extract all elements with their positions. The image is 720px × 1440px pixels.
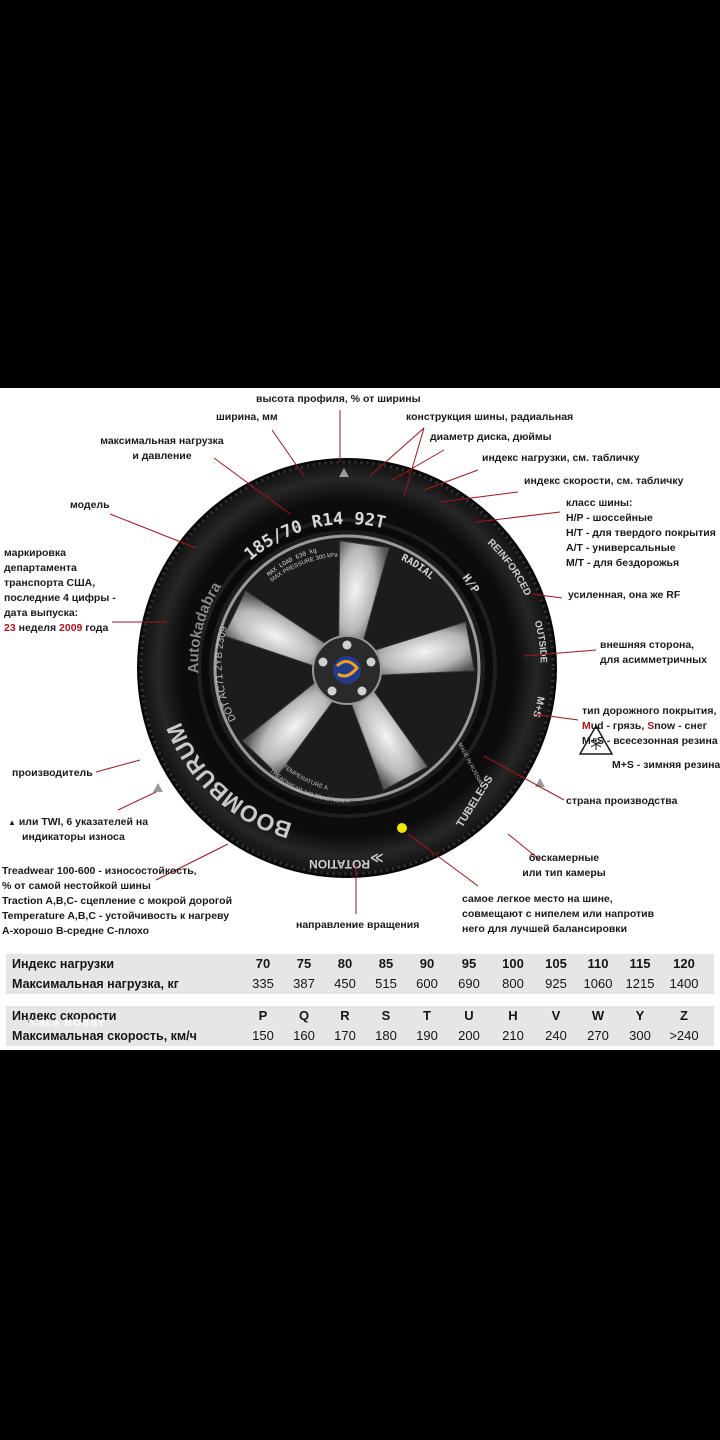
infographic-panel: 185/70 R14 92T H/P RADIAL MAX LOAD 630 k…	[0, 388, 720, 1050]
speed-max-cell: 240	[545, 1028, 567, 1043]
label-treadwear: Treadwear 100-600 - износостойкость, % о…	[2, 865, 233, 937]
snowflake-mountain-icon	[578, 724, 614, 755]
load-index-cell: 70	[255, 956, 271, 971]
speed-index-cell: Z	[680, 1008, 688, 1023]
label-rotation: направление вращения	[296, 919, 420, 931]
watermark: MaLe HOBBY	[28, 1018, 106, 1029]
speed-max-cell: 190	[416, 1028, 438, 1043]
speed-max-cell: 170	[334, 1028, 356, 1043]
speed-index-cell: H	[508, 1008, 518, 1023]
label-tubeless: бескамерные или тип камеры	[522, 852, 606, 879]
rotation-chevrons-icon: ≪	[370, 851, 384, 866]
speed-index-cell: T	[423, 1008, 431, 1023]
speed-index-cell: R	[340, 1008, 350, 1023]
tire-ms-text: M+S	[530, 695, 546, 718]
label-light-spot: самое легкое место на шине, совмещают с …	[462, 893, 655, 935]
label-tire-class: класс шины: H/P - шоссейные H/T - для тв…	[566, 497, 716, 569]
load-index-cell: 90	[419, 956, 435, 971]
speed-max-cell: 150	[252, 1028, 274, 1043]
rim-lip	[213, 534, 481, 802]
label-profile-height: высота профиля, % от ширины	[256, 393, 421, 405]
load-max-cell: 335	[252, 976, 274, 991]
label-dot: маркировка департамента транспорта США, …	[4, 547, 116, 634]
load-index-cell: 110	[587, 956, 609, 971]
label-load-index: индекс нагрузки, см. табличку	[482, 452, 640, 464]
leader-lines	[95, 410, 597, 914]
label-max-load: максимальная нагрузка и давление	[100, 435, 224, 462]
speed-max-cell: 200	[458, 1028, 480, 1043]
tire-illustration: 185/70 R14 92T H/P RADIAL MAX LOAD 630 k…	[95, 410, 614, 914]
load-max-cell: 600	[416, 976, 438, 991]
tread-edge	[139, 460, 555, 876]
load-index-cell: 105	[545, 956, 567, 971]
speed-index-cell: V	[551, 1008, 561, 1023]
label-country: страна производства	[566, 795, 678, 807]
load-index-cell: 100	[502, 956, 524, 971]
label-disk-diameter: диаметр диска, дюймы	[430, 431, 552, 443]
load-index-cell: 120	[673, 956, 695, 971]
load-index-cell: 95	[461, 956, 477, 971]
load-index-cell: 75	[296, 956, 312, 971]
speed-index-cell: P	[258, 1008, 268, 1023]
load-max-cell: 387	[293, 976, 315, 991]
speed-max-cell: 270	[587, 1028, 609, 1043]
label-manufacturer: производитель	[12, 767, 93, 779]
light-spot-dot	[397, 823, 407, 833]
tire-rotation-text: ROTATION	[309, 857, 370, 871]
load-max-cell: 450	[334, 976, 356, 991]
speed-index-cell: W	[591, 1008, 605, 1023]
label-outside: внешняя сторона, для асимметричных	[600, 639, 708, 666]
speed-max-cell: 180	[375, 1028, 397, 1043]
speed-index-cell: S	[381, 1008, 391, 1023]
load-max-cell: 690	[458, 976, 480, 991]
load-max-cell: 1060	[583, 976, 613, 991]
lug-nuts	[318, 640, 376, 696]
label-speed-index: индекс скорости, см. табличку	[524, 475, 684, 487]
speed-max-cell: 160	[293, 1028, 315, 1043]
label-width: ширина, мм	[216, 411, 278, 423]
load-index-cell: 115	[629, 956, 651, 971]
twi-markers	[153, 468, 545, 792]
load-max-cell: 1400	[669, 976, 699, 991]
label-winter: M+S - зимняя резина	[612, 759, 720, 771]
label-twi: ▲ или TWI, 6 указателей на индикаторы из…	[8, 816, 149, 843]
speed-index-cell: Q	[298, 1008, 310, 1023]
speed-max-cell: >240	[669, 1028, 699, 1043]
label-construction: конструкция шины, радиальная	[406, 411, 574, 423]
load-index-cell: 80	[337, 956, 353, 971]
load-max-cell: 1215	[625, 976, 655, 991]
speed-index-cell: U	[464, 1008, 474, 1023]
speed-index-cell: Y	[635, 1008, 645, 1023]
label-road-type: тип дорожного покрытия, Mud - грязь, Sno…	[582, 705, 718, 747]
load-max-cell: 925	[545, 976, 567, 991]
load-max-cell: 515	[375, 976, 397, 991]
speed-max-cell: 210	[502, 1028, 524, 1043]
twi-triangle-icon: ▲	[8, 818, 16, 827]
load-index-cell: 85	[378, 956, 394, 971]
center-cap-swoosh-icon	[335, 660, 359, 678]
speed-max-cell: 300	[629, 1028, 651, 1043]
load-max-cell: 800	[502, 976, 524, 991]
label-reinforced: усиленная, она же RF	[568, 589, 681, 601]
label-model: модель	[70, 499, 110, 511]
